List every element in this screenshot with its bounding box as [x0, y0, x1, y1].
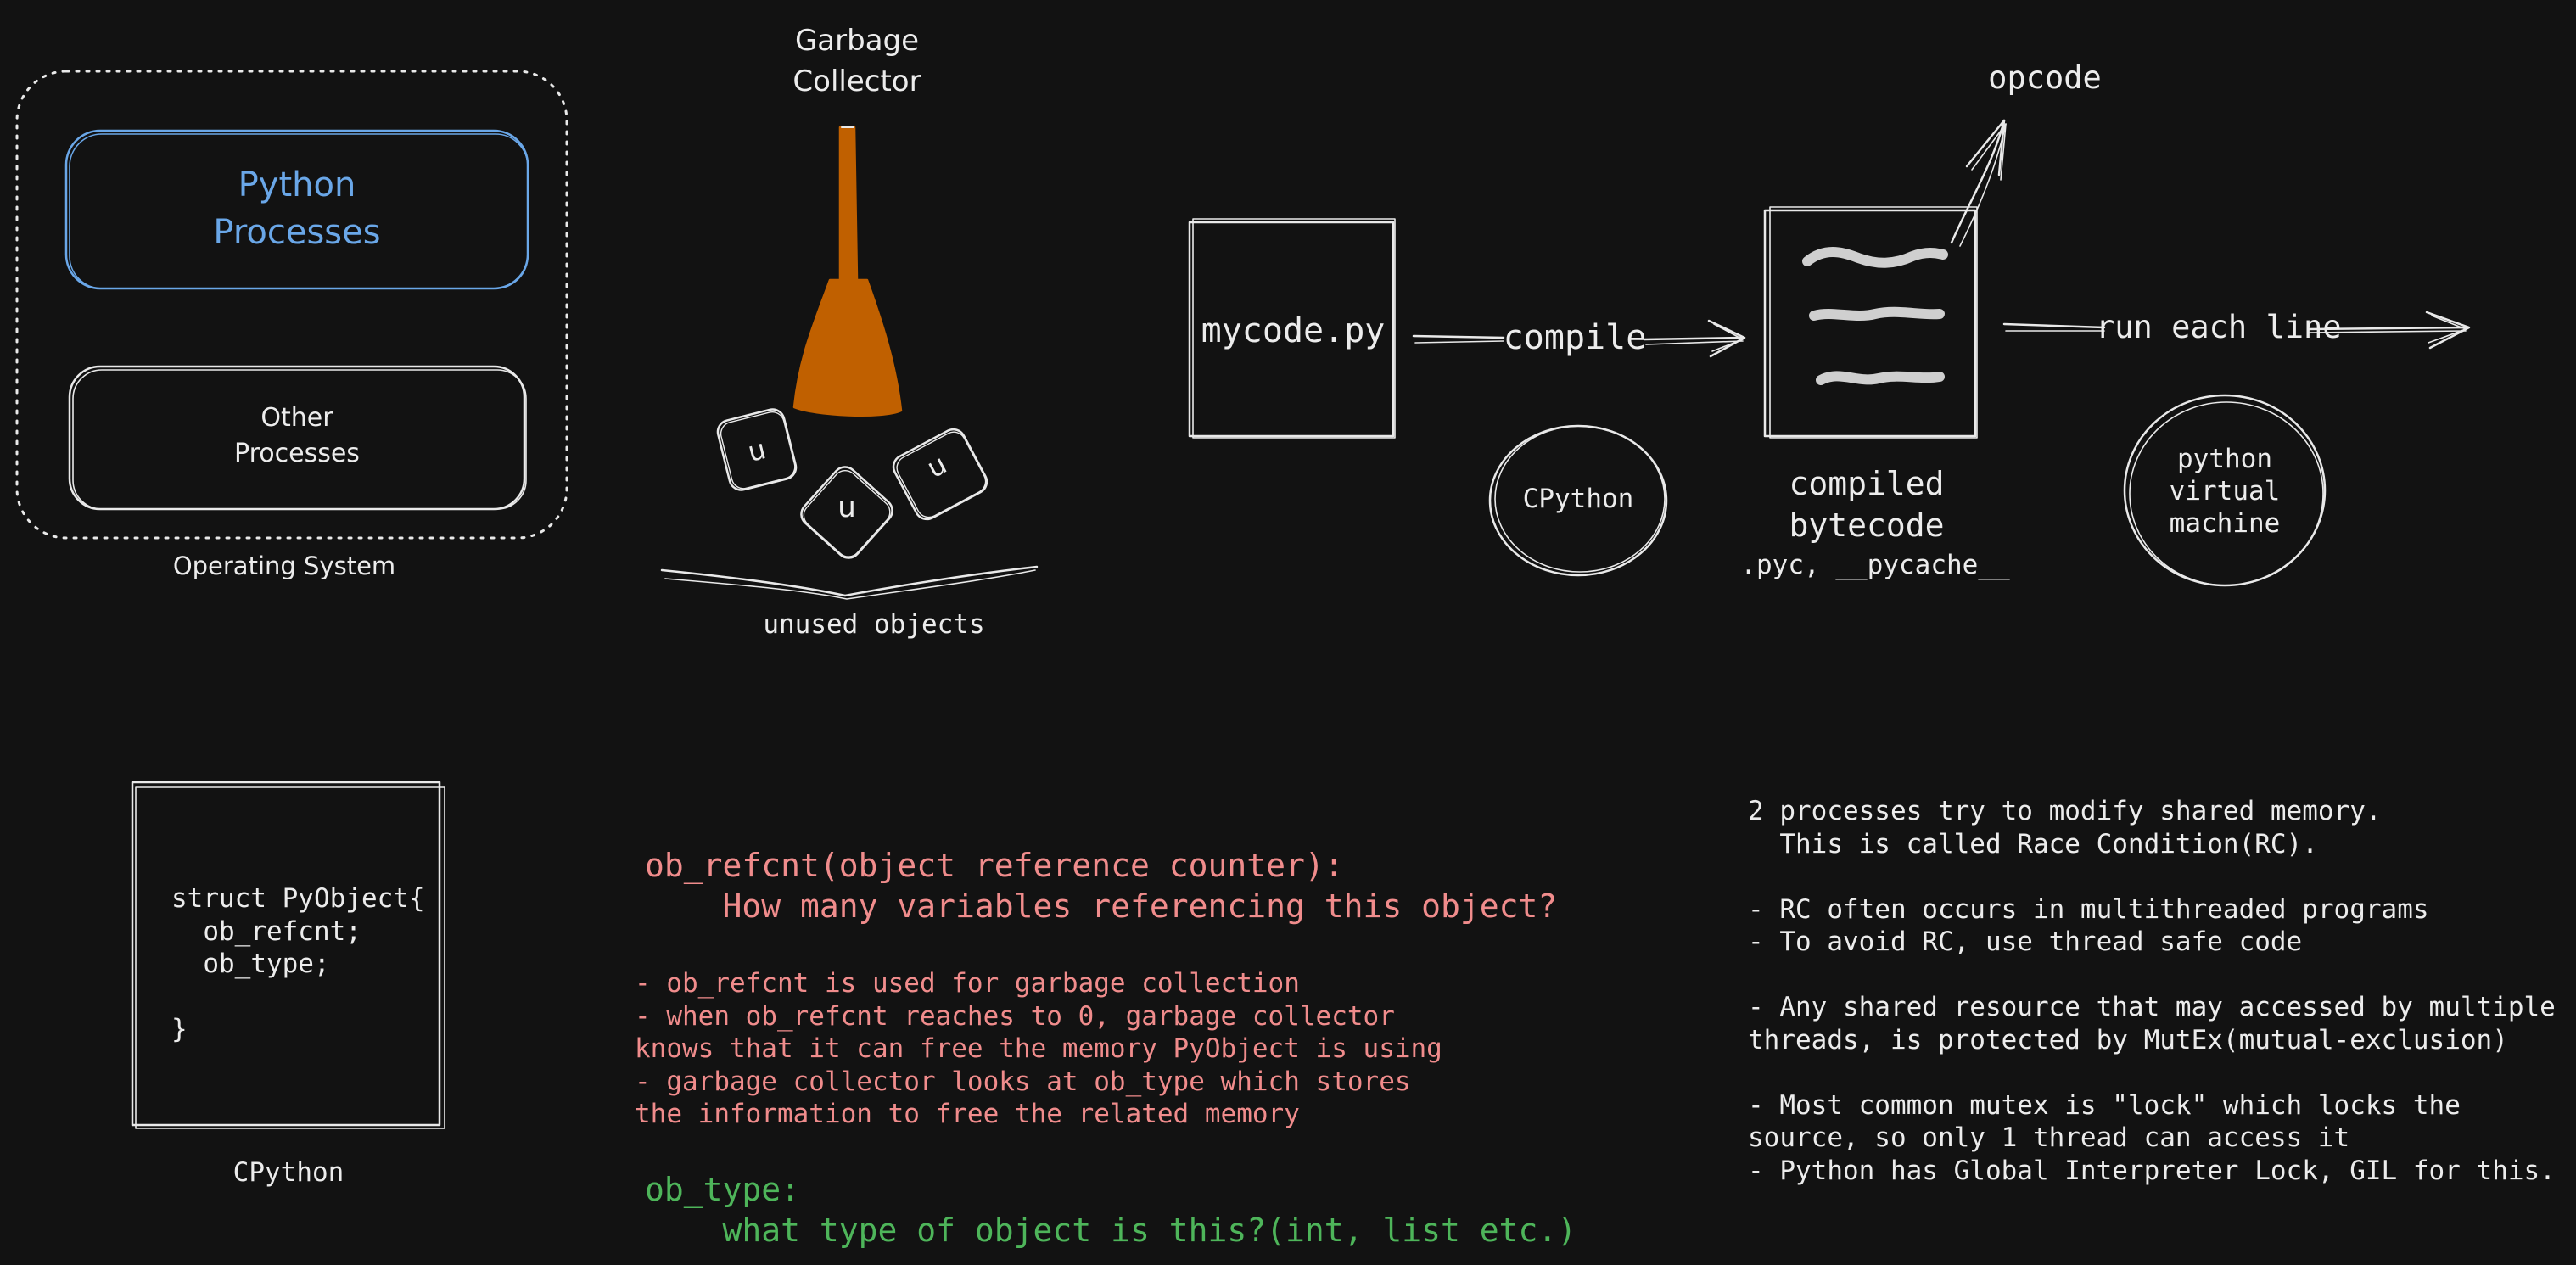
compiler-label: CPython: [1522, 484, 1634, 514]
run-arrow: [2002, 311, 2471, 350]
struct-box: [131, 781, 445, 1129]
vm-label: python virtual machine: [2169, 444, 2281, 539]
source-file-label: mycode.py: [1201, 311, 1386, 350]
unused-object-letter: u: [837, 490, 856, 524]
unused-object-tile: [800, 466, 893, 559]
struct-caption: CPython: [232, 1157, 344, 1188]
broom-icon: [792, 126, 903, 417]
unused-object-tile: [716, 408, 798, 491]
compiler-circle: [1488, 424, 1668, 577]
run-label: run each line: [2096, 309, 2342, 345]
compile-arrow: [1412, 319, 1746, 358]
struct-code: struct PyObject{ ob_refcnt; ob_type; }: [171, 883, 425, 1044]
other-processes-box: [68, 365, 527, 511]
bytecode-lines: [1802, 247, 1948, 385]
floor-line: [660, 565, 1039, 600]
python-processes-label: Python Processes: [213, 165, 381, 252]
unused-objects-label: unused objects: [763, 609, 985, 640]
opcode-arrow: [1950, 119, 2007, 247]
vm-circle: [2123, 394, 2327, 587]
python-processes-box: [64, 129, 529, 290]
operating-system-label: Operating System: [172, 551, 396, 580]
race-condition-notes: 2 processes try to modify shared memory.…: [1748, 796, 2556, 1186]
compile-label: compile: [1503, 318, 1647, 357]
other-processes-label: Other Processes: [234, 403, 360, 468]
garbage-collector-title: Garbage Collector: [792, 24, 921, 98]
source-file-box: [1188, 218, 1396, 439]
bytecode-label: compiled bytecode: [1789, 465, 1945, 544]
opcode-label: opcode: [1988, 59, 2102, 96]
unused-object-tile: [892, 428, 988, 521]
refcnt-notes: - ob_refcnt is used for garbage collecti…: [635, 968, 1442, 1129]
bytecode-files-label: .pyc, __pycache__: [1740, 550, 2010, 580]
obtype-heading: ob_type: what type of object is this?(in…: [645, 1171, 1577, 1249]
refcnt-heading: ob_refcnt(object reference counter): How…: [645, 847, 1558, 925]
operating-system-boundary: [15, 70, 568, 540]
bytecode-box: [1763, 206, 1978, 439]
